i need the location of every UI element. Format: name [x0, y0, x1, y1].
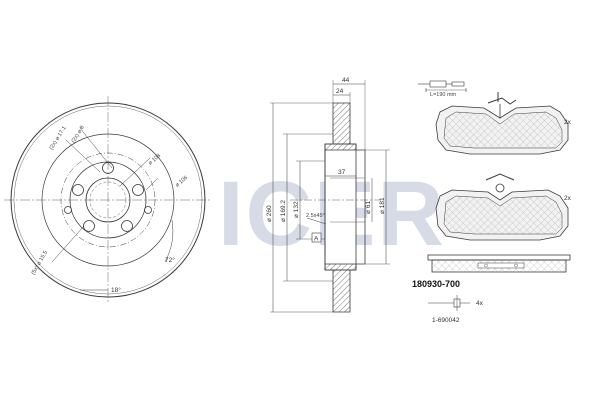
sensor-length-label: L=190 mm: [430, 92, 457, 98]
disc-section-dimensions: 44 24 37 ⌀ 260 ⌀ 169.2 ⌀ 132 ⌀ 61 ⌀ 181 …: [266, 77, 386, 243]
section-marker-a: A: [314, 236, 319, 243]
dim-chamfer: 2.5x45°: [306, 213, 325, 219]
dim-width-44: 44: [342, 77, 350, 84]
disc-section-view: [270, 80, 390, 313]
dim-angle-18: 18°: [111, 286, 121, 294]
stud-hole-1: [102, 162, 114, 174]
stud-hole-5: [72, 184, 84, 196]
accessory-qty: 4x: [476, 300, 484, 307]
dim-dia-61: ⌀ 61: [365, 201, 372, 214]
stud-hole-2: [132, 184, 144, 196]
dim-holes-17: (2x) ⌀ 17.1: [49, 125, 68, 151]
stud-hole-4: [83, 220, 95, 232]
dim-width-37: 37: [338, 169, 346, 176]
pad-bottom-qty: 2x: [564, 195, 572, 202]
brake-pad-top: [435, 92, 569, 155]
dim-pcd-108: ⌀ 108: [147, 153, 162, 167]
brake-pad-bottom: [435, 173, 569, 241]
dim-dia-169: ⌀ 169.2: [280, 200, 287, 222]
dim-width-24: 24: [336, 88, 344, 95]
wear-sensor: [418, 80, 467, 92]
accessory-clip: [428, 295, 470, 311]
dim-dia-132: ⌀ 132: [293, 201, 300, 218]
pad-top-qty: 2x: [564, 119, 572, 126]
pad-side-view: [427, 254, 571, 273]
dim-inner-106: ⌀ 106: [174, 175, 189, 189]
dim-angle-72: 72°: [165, 256, 175, 264]
part-number: 180930-700: [412, 279, 460, 289]
accessory-part-number: 1-690042: [432, 317, 460, 324]
disc-front-view: [4, 96, 212, 304]
disc-front-dimensions: (2x) ⌀ 8 (2x) ⌀ 17.1 ⌀ 108 ⌀ 106 (5x) ⌀ …: [31, 125, 189, 294]
dim-bolt-15: (5x) ⌀ 15.5: [31, 250, 49, 276]
dim-dia-181: ⌀ 181: [379, 197, 386, 214]
dim-dia-260: ⌀ 260: [266, 205, 273, 222]
stud-hole-3: [121, 220, 133, 232]
